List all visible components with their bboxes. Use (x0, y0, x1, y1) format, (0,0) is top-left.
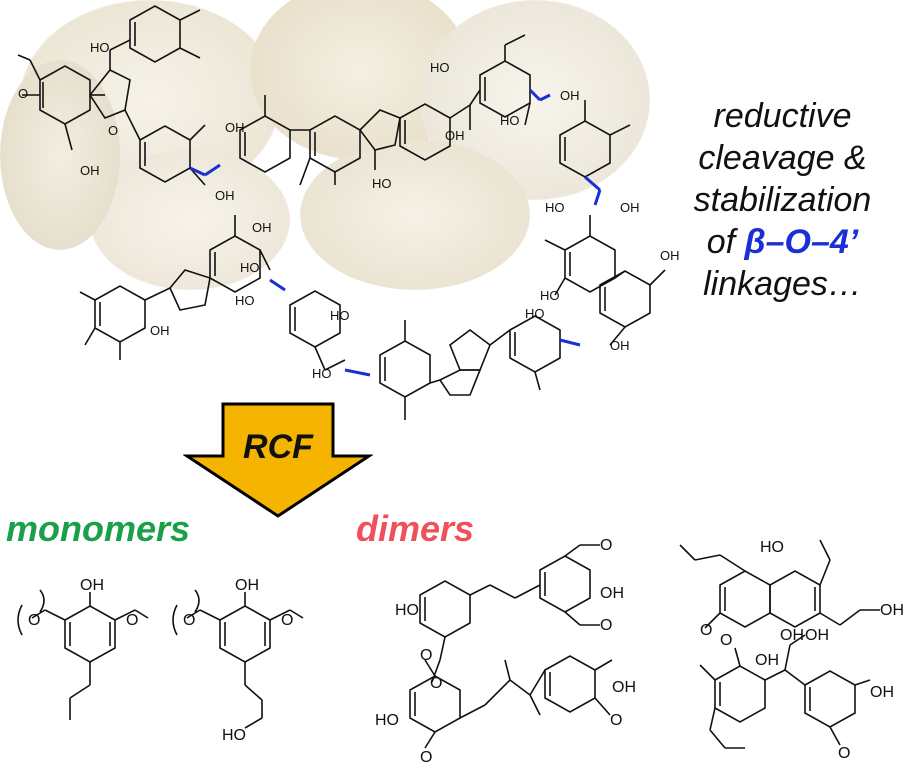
dimer-oh: OH (612, 679, 636, 696)
hydroxyl-label: HO (235, 293, 255, 308)
caption-line: stabilization (693, 181, 872, 219)
hydroxyl-label: HO (240, 260, 260, 275)
ring-oxygen-label: O (108, 123, 118, 138)
hydroxyl-label: OH (215, 188, 235, 203)
dimer-ho: HO (395, 602, 419, 619)
monomer-ho: HO (222, 727, 246, 744)
dimer-ho: HO (760, 539, 784, 556)
monomer-oh: OH (235, 577, 259, 594)
hydroxyl-label: OH (225, 120, 245, 135)
hydroxyl-label: OH (610, 338, 630, 353)
rcf-arrow: RCF (183, 402, 373, 518)
hydroxyl-label: HO (330, 308, 350, 323)
hydroxyl-label: HO (372, 176, 392, 191)
hydroxyl-label: OH (560, 88, 580, 103)
dimer-o: O (720, 632, 732, 649)
hydroxyl-label: OH (150, 323, 170, 338)
monomer-oh: OH (80, 577, 104, 594)
dimer-oh: OH (600, 585, 624, 602)
caption-line: of β–O–4’ (660, 221, 905, 263)
hydroxyl-label: OH (252, 220, 272, 235)
caption-line: linkages… (703, 265, 862, 303)
dimer-o: O (838, 745, 850, 762)
hydroxyl-label: HO (525, 306, 545, 321)
dimer-o: O (700, 622, 712, 639)
hydroxyl-label: HO (545, 200, 565, 215)
hydroxyl-label: HO (90, 40, 110, 55)
monomers-label: monomers (6, 508, 191, 549)
hydroxyl-label: OH (445, 128, 465, 143)
dimer-o: O (420, 647, 432, 664)
dimer-oh: OH (880, 602, 904, 619)
rcf-label: RCF (243, 428, 314, 466)
dimer-o: O (600, 617, 612, 634)
dimer-o: O (430, 675, 442, 692)
dimer-oh: OH (870, 684, 894, 701)
hydroxyl-label: OH (620, 200, 640, 215)
caption-line: reductive (713, 97, 852, 135)
dimers-label: dimers (356, 508, 475, 549)
hydroxyl-label: HO (540, 288, 560, 303)
linkage-highlight: β–O–4’ (744, 223, 859, 261)
hydroxyl-label: HO (500, 113, 520, 128)
dimer-oh: OH (755, 652, 779, 669)
dimer-oh: OH (805, 627, 829, 644)
dimer-ho: HO (375, 712, 399, 729)
monomer-o: O (281, 612, 293, 629)
hydroxyl-label: OH (660, 248, 680, 263)
ring-oxo-label: O (18, 86, 28, 101)
monomer-o: O (126, 612, 138, 629)
dimer-oh: OH (780, 627, 804, 644)
caption-prefix: of (706, 223, 745, 261)
monomer-o: O (183, 612, 195, 629)
dimer-o: O (420, 749, 432, 766)
monomer-o: O (28, 612, 40, 629)
caption-line: cleavage & (698, 139, 867, 177)
hydroxyl-label: HO (312, 366, 332, 381)
hydroxyl-label: OH (80, 163, 100, 178)
hydroxyl-label: HO (430, 60, 450, 75)
caption: reductive cleavage & stabilization of β–… (660, 95, 905, 305)
dimer-o: O (600, 537, 612, 554)
dimer-o: O (610, 712, 622, 729)
arrow-shape (183, 402, 373, 518)
